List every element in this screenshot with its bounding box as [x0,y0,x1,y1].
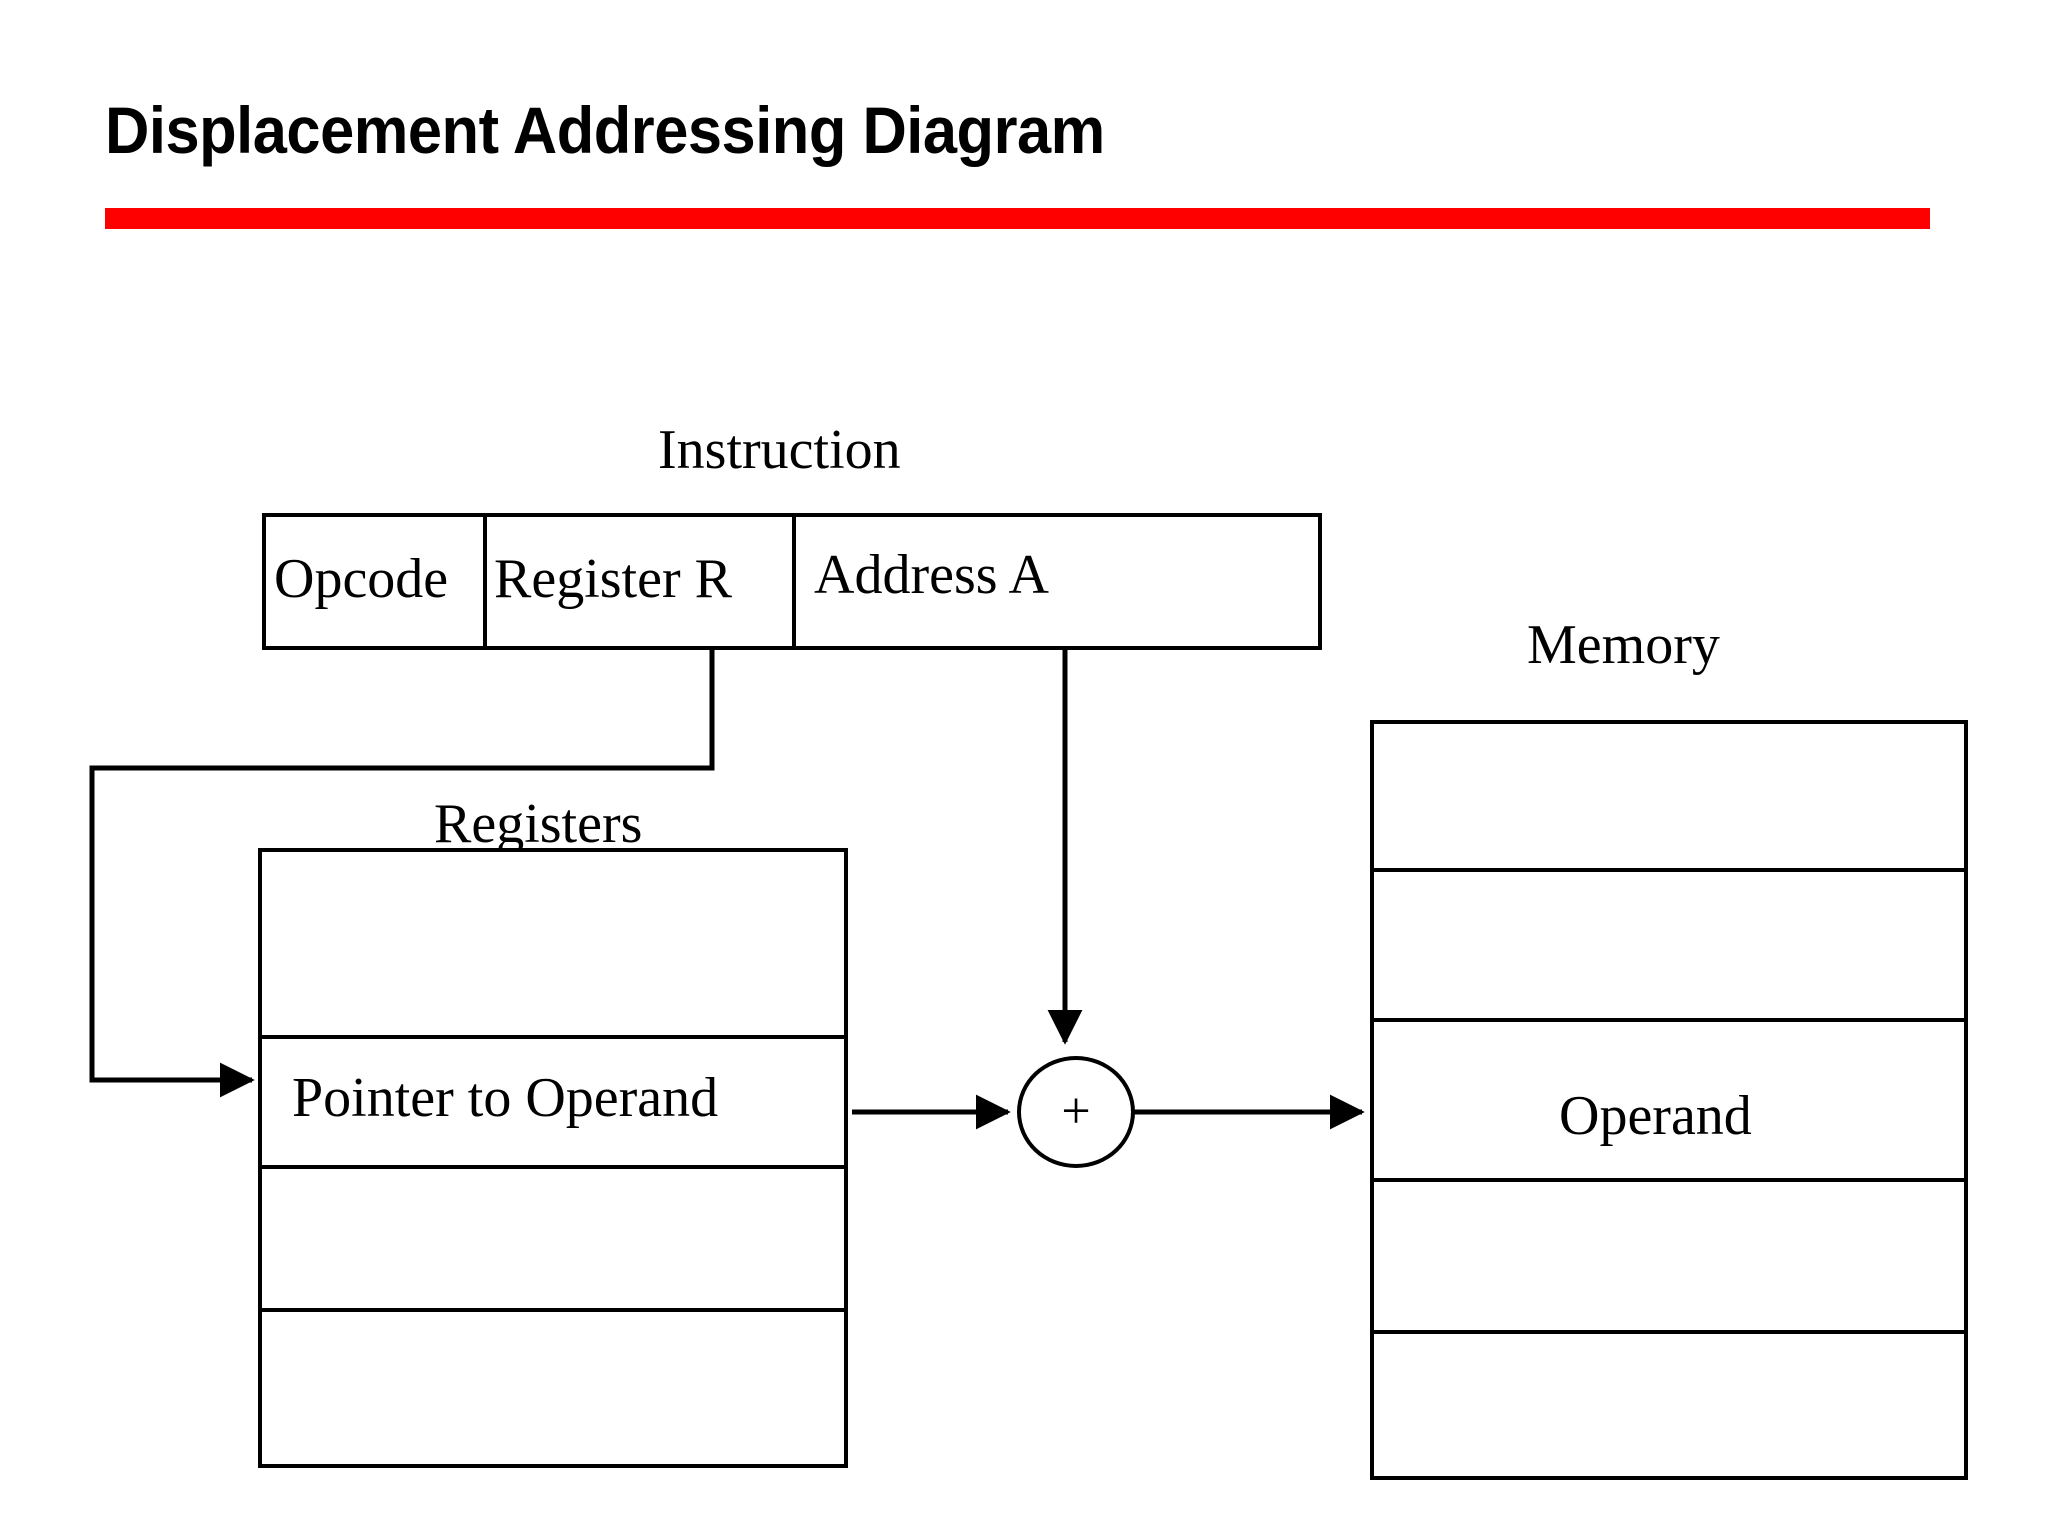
instruction-divider-2 [792,517,796,646]
title-underline-rule [105,208,1930,229]
registers-row-pointer-to-operand: Pointer to Operand [292,1067,719,1129]
memory-caption: Memory [1527,614,1720,676]
instruction-box: Opcode Register R Address A [262,513,1322,650]
memory-divider-3 [1374,1178,1964,1182]
memory-divider-2 [1374,1018,1964,1022]
registers-box: Pointer to Operand [258,848,848,1468]
instruction-field-register-r: Register R [494,548,732,610]
instruction-field-address-a: Address A [814,544,1049,606]
page-title: Displacement Addressing Diagram [105,93,1105,167]
adder-node: + [1017,1056,1135,1168]
instruction-caption: Instruction [658,419,901,481]
registers-divider-3 [262,1308,844,1312]
memory-box: Operand [1370,720,1968,1480]
registers-caption: Registers [434,793,643,855]
memory-divider-4 [1374,1330,1964,1334]
registers-divider-1 [262,1035,844,1039]
registers-divider-2 [262,1165,844,1169]
memory-row-operand: Operand [1559,1085,1752,1147]
instruction-field-opcode: Opcode [274,548,449,610]
memory-divider-1 [1374,868,1964,872]
plus-icon: + [1061,1083,1091,1140]
instruction-divider-1 [483,517,487,646]
